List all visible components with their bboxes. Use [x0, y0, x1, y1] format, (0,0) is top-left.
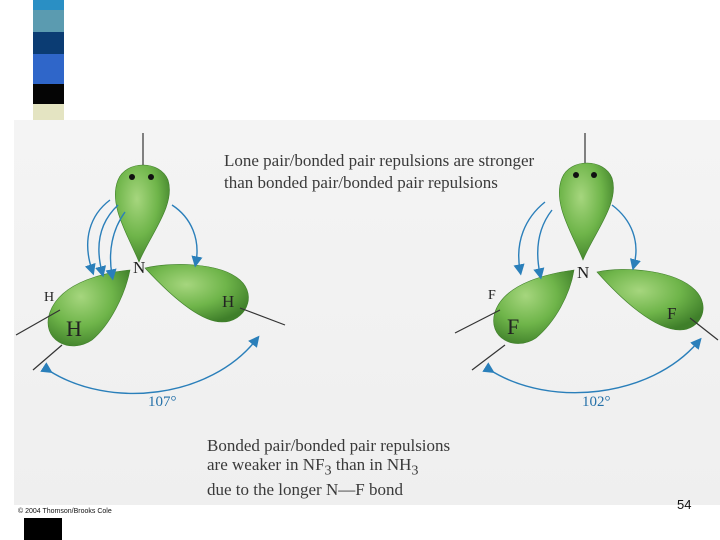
nf3-central-atom-label: N	[577, 263, 590, 282]
bond-axis	[32, 344, 63, 371]
nh3-large-atom-label: H	[66, 316, 82, 341]
bond-axis	[471, 344, 506, 371]
lone-pair-dot	[591, 172, 597, 178]
nh3-bond-angle-arc	[40, 335, 260, 395]
repulsion-arrow	[611, 204, 641, 271]
caption-line: due to the longer N—F bond	[207, 480, 403, 500]
copyright-notice: © 2004 Thomson/Brooks Cole	[18, 508, 112, 515]
slide-number: 54	[677, 497, 692, 512]
subscript: 3	[411, 462, 419, 479]
repulsion-arrow	[533, 209, 553, 280]
bond-axis	[239, 307, 286, 326]
caption-text: are weaker in NF	[207, 455, 325, 474]
repulsion-arrow	[105, 211, 126, 281]
caption-bonded-pair-repulsion: Bonded pair/bonded pair repulsions are w…	[207, 436, 527, 499]
caption-lone-pair-repulsion: Lone pair/bonded pair repulsions are str…	[224, 151, 535, 192]
lone-pair-dot	[148, 174, 154, 180]
repulsion-arrow	[513, 201, 546, 276]
caption-text: than in NH	[331, 455, 412, 474]
decor-stripe-3	[33, 32, 64, 54]
bond-axis	[15, 309, 61, 336]
nh3-molecule	[15, 133, 286, 395]
nh3-bond-lobe-left	[47, 269, 131, 347]
lone-pair-dot	[129, 174, 135, 180]
nf3-molecule	[454, 133, 719, 394]
repulsion-arrow	[95, 204, 119, 278]
nh3-bond-lobe-right	[144, 264, 249, 323]
decor-stripe-5	[33, 84, 64, 104]
caption-line: are weaker in NF3 than in NH3	[207, 455, 527, 480]
decor-stripe-1	[33, 0, 64, 10]
nf3-bond-angle-label: 102°	[582, 394, 611, 410]
decor-stripe-2	[33, 10, 64, 32]
decor-stripe-4	[33, 54, 64, 84]
repulsion-arrow	[84, 199, 111, 276]
subscript: 3	[324, 462, 332, 479]
bond-axis	[689, 317, 719, 341]
nh3-right-atom-label: H	[222, 292, 235, 311]
decor-stripe-6	[33, 104, 64, 120]
nf3-right-atom-label: F	[667, 304, 677, 323]
nf3-bond-angle-arc	[482, 337, 702, 394]
nh3-small-atom-label: H	[44, 290, 55, 305]
nf3-bond-lobe-left	[493, 269, 575, 344]
bond-axis	[454, 309, 501, 334]
nh3-bond-angle-label: 107°	[148, 394, 177, 410]
nh3-lone-pair-lobe	[114, 164, 170, 263]
decor-block	[24, 518, 62, 540]
nf3-large-atom-label: F	[507, 314, 520, 339]
nf3-small-atom-label: F	[488, 288, 496, 303]
caption-line: Bonded pair/bonded pair repulsions	[207, 436, 451, 455]
nf3-bond-lobe-right	[596, 269, 704, 331]
repulsion-arrow	[171, 204, 203, 268]
nf3-lone-pair-lobe	[558, 162, 614, 261]
nh3-central-atom-label: N	[133, 258, 146, 277]
lone-pair-dot	[573, 172, 579, 178]
